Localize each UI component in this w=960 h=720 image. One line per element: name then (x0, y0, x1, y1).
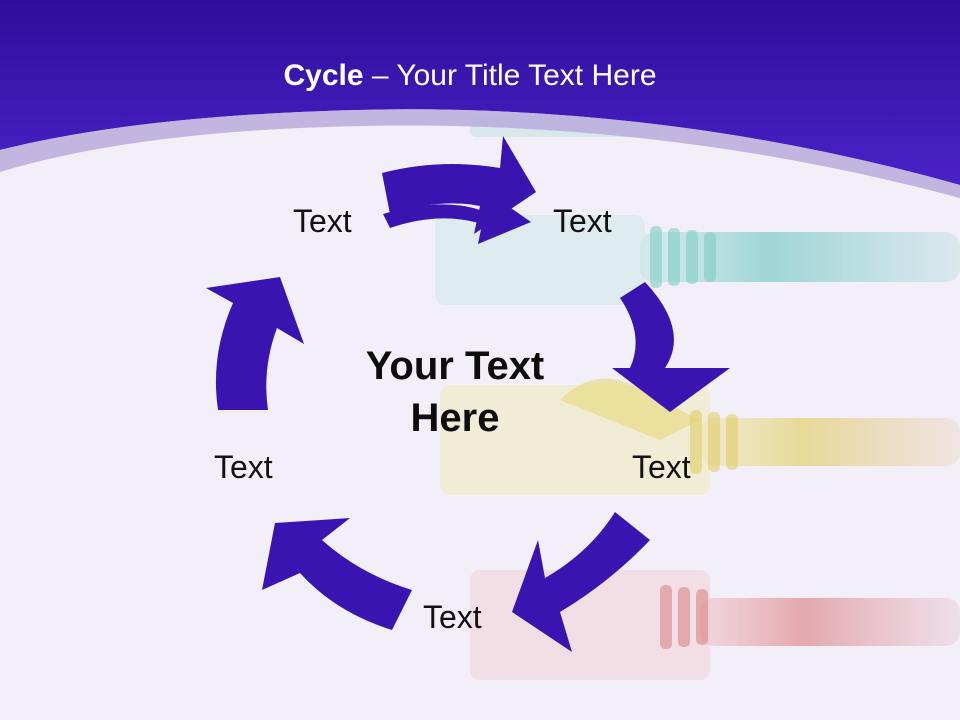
header-band (0, 0, 960, 185)
slide-title: Cycle – Your Title Text Here (0, 56, 940, 96)
node-label-bottom: Text (423, 599, 482, 635)
center-text: Your Text Here (365, 344, 545, 440)
node-label-top-right: Text (553, 203, 612, 239)
arrow-top (382, 136, 536, 244)
cable-yellow-icon (440, 378, 960, 495)
node-label-left: Text (214, 449, 273, 485)
arrow-left (206, 277, 304, 410)
arrow-right (612, 282, 730, 412)
cycle-arrows (206, 136, 730, 652)
arrow-bottom-left (262, 518, 412, 630)
title-bold: Cycle (283, 59, 364, 92)
header-swoosh (0, 109, 960, 198)
node-label-top-left: Text (293, 203, 352, 239)
title-rest: – Your Title Text Here (363, 59, 657, 92)
node-label-right: Text (632, 449, 691, 485)
arrow-bottom-right (512, 512, 650, 652)
